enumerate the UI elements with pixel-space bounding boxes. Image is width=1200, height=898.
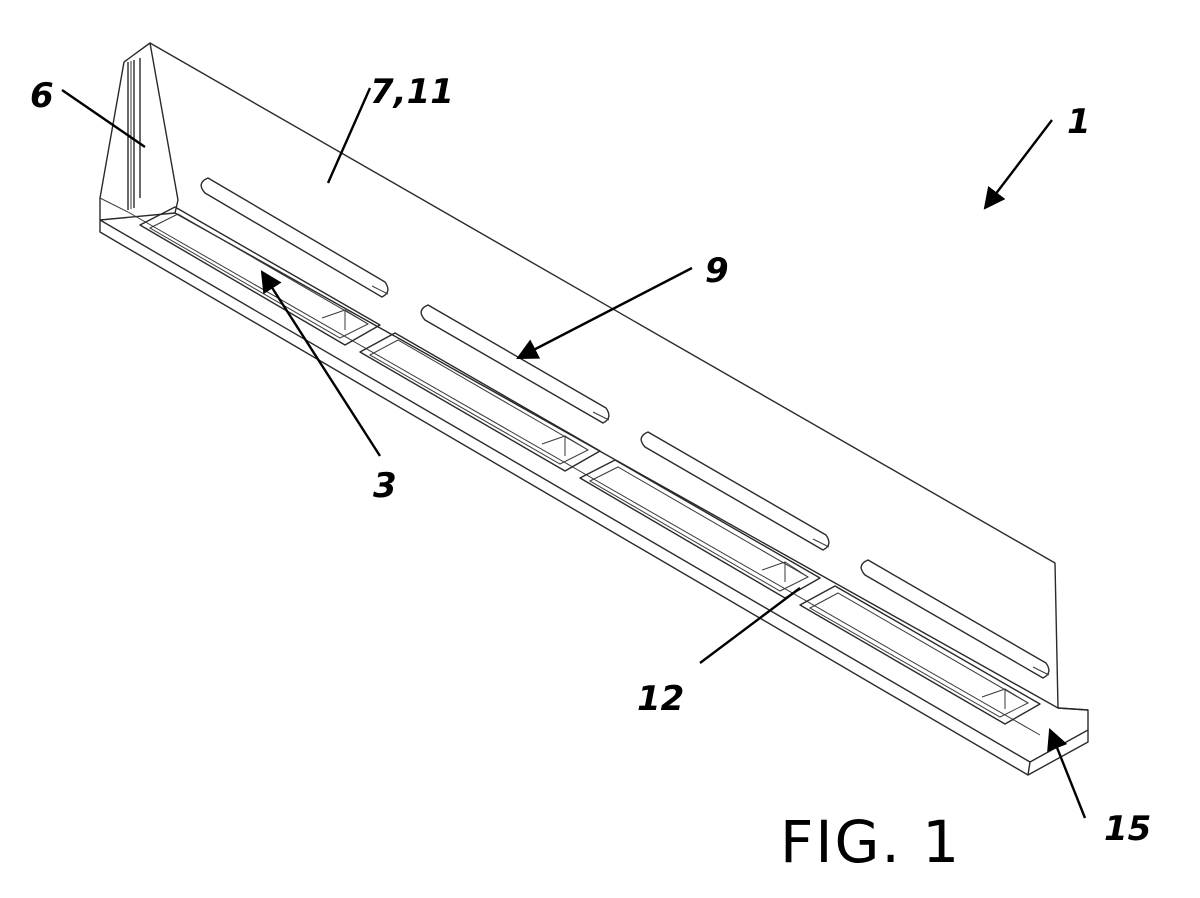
wall-slots [201,178,1049,678]
figure-caption: FIG. 1 [780,808,961,876]
label-1: 1 [1067,102,1091,142]
arrow-3 [262,272,380,456]
base-outer-edge [100,220,1088,762]
spacer-body [100,43,1088,775]
label-6: 6 [30,76,54,116]
label-3: 3 [373,466,397,506]
reference-labels: 6 7,11 1 9 3 12 15 [30,72,1151,849]
label-7-11: 7,11 [370,72,454,112]
pocket [360,333,600,471]
leader-lines [62,88,1085,818]
arrow-9 [518,268,692,358]
label-12: 12 [637,679,684,719]
base-pockets [140,207,1040,724]
label-9: 9 [705,251,729,291]
pocket [580,460,820,598]
end-post [100,43,178,220]
label-15: 15 [1104,809,1151,849]
leader-6 [62,90,145,147]
leader-7-11 [328,88,370,183]
arrow-15 [1050,730,1085,818]
arrow-1 [985,120,1052,208]
